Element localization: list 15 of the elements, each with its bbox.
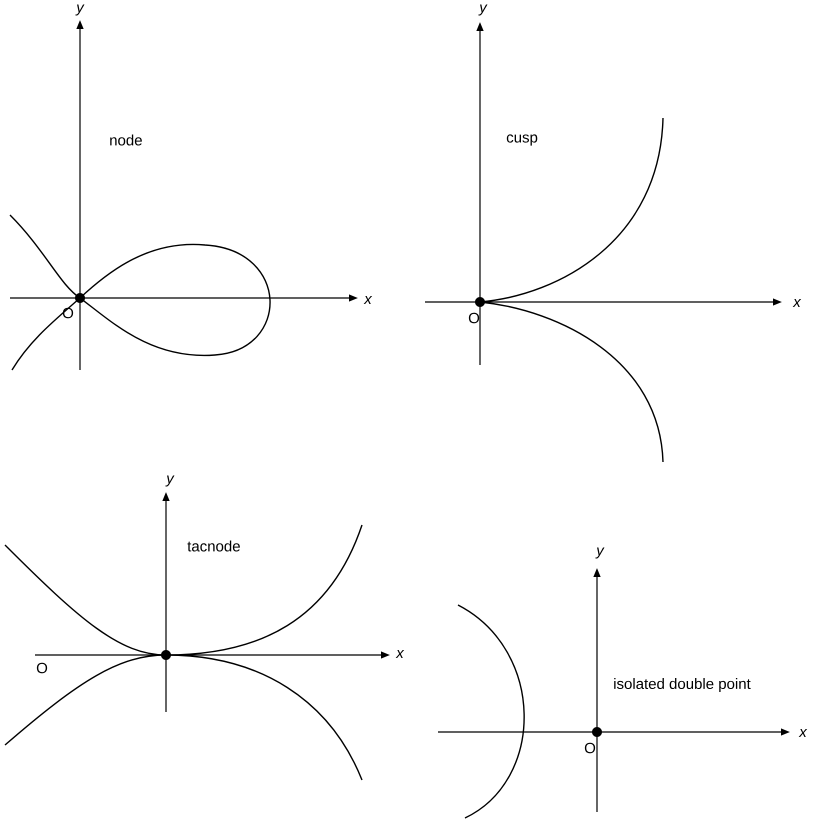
axis-label: x <box>792 299 802 307</box>
axis-label: y <box>165 476 174 487</box>
origin-label: O <box>468 312 480 324</box>
curve-type-label: cusp <box>506 134 538 146</box>
curve-type-label: node <box>110 134 142 146</box>
origin-label: O <box>584 742 596 754</box>
axis-label: x <box>364 296 372 304</box>
origin-label: O <box>36 662 48 674</box>
curve-type-label: tacnode <box>187 540 240 552</box>
curve-type-label: isolated double point <box>614 678 751 692</box>
axis-label: y <box>75 4 84 16</box>
axis-label: x <box>396 650 404 658</box>
axis-label: x <box>798 729 808 737</box>
axis-label: y <box>478 4 488 16</box>
axis-label: y <box>595 548 604 559</box>
